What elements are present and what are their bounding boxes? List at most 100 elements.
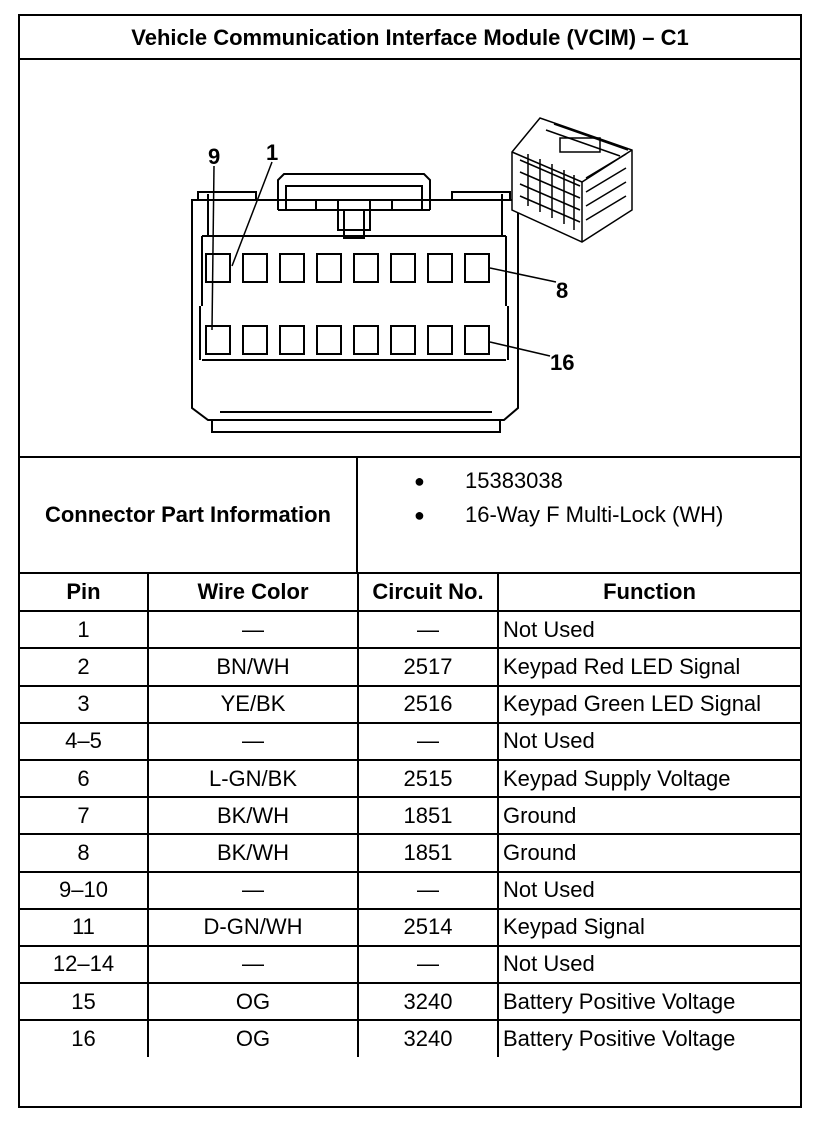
pin-cell: 3 bbox=[20, 684, 149, 724]
pin-row-bottom bbox=[205, 325, 490, 355]
function-cell: Battery Positive Voltage bbox=[497, 982, 800, 1022]
pin-cavity bbox=[353, 253, 379, 283]
circuit-cell: 2514 bbox=[357, 907, 499, 947]
connector-part-information: Connector Part Information ● 15383038 ● … bbox=[20, 456, 800, 574]
pin-cavity bbox=[427, 325, 453, 355]
circuit-cell: 1851 bbox=[357, 833, 499, 873]
circuit-cell: — bbox=[357, 721, 499, 761]
connector-illustration: 9 1 8 16 bbox=[20, 60, 800, 456]
pin-cavity bbox=[390, 325, 416, 355]
pin-cavity bbox=[353, 325, 379, 355]
wire-color-cell: — bbox=[147, 944, 359, 985]
pin-cell: 7 bbox=[20, 796, 149, 836]
circuit-cell: — bbox=[357, 610, 499, 650]
function-cell: Keypad Red LED Signal bbox=[497, 647, 800, 687]
circuit-cell: — bbox=[357, 944, 499, 985]
pin-cavity bbox=[242, 325, 268, 355]
pin-cavity bbox=[205, 325, 231, 355]
circuit-cell: 1851 bbox=[357, 796, 499, 836]
wire-color-cell: BK/WH bbox=[147, 833, 359, 873]
left-latch-ear bbox=[197, 191, 257, 200]
circuit-cell: 2515 bbox=[357, 758, 499, 799]
pin-cell: 16 bbox=[20, 1019, 149, 1058]
pin-cavity bbox=[316, 253, 342, 283]
part-number: 15383038 bbox=[465, 468, 563, 493]
header-circuit-no: Circuit No. bbox=[357, 574, 499, 613]
function-cell: Keypad Green LED Signal bbox=[497, 684, 800, 724]
header-wire-color: Wire Color bbox=[147, 574, 359, 613]
circuit-cell: 3240 bbox=[357, 982, 499, 1022]
pin-cavity bbox=[427, 253, 453, 283]
pin-cell: 2 bbox=[20, 647, 149, 687]
table-row: 4–5——Not Used bbox=[20, 721, 800, 761]
wire-color-cell: L-GN/BK bbox=[147, 758, 359, 799]
connector-3d-view bbox=[511, 117, 633, 243]
callout-1: 1 bbox=[266, 140, 278, 165]
bullet-icon: ● bbox=[414, 471, 425, 491]
list-item: ● 16-Way F Multi-Lock (WH) bbox=[358, 500, 800, 530]
function-cell: Not Used bbox=[497, 944, 800, 985]
leader-line-9 bbox=[211, 165, 215, 331]
circuit-cell: 3240 bbox=[357, 1019, 499, 1058]
pin-cell: 9–10 bbox=[20, 870, 149, 910]
pin-cavity bbox=[464, 325, 490, 355]
leader-line-8 bbox=[489, 267, 557, 283]
table-row: 9–10——Not Used bbox=[20, 870, 800, 910]
pin-cell: 4–5 bbox=[20, 721, 149, 761]
pin-cavity bbox=[242, 253, 268, 283]
bullet-icon: ● bbox=[414, 505, 425, 525]
table-row: 12–14——Not Used bbox=[20, 944, 800, 985]
leader-line-16 bbox=[489, 341, 551, 357]
function-cell: Battery Positive Voltage bbox=[497, 1019, 800, 1058]
leader-line-1 bbox=[231, 161, 273, 267]
wire-color-cell: OG bbox=[147, 982, 359, 1022]
wire-color-cell: YE/BK bbox=[147, 684, 359, 724]
pin-cell: 6 bbox=[20, 758, 149, 799]
pin-cavity bbox=[464, 253, 490, 283]
right-latch-ear bbox=[451, 191, 511, 200]
wire-color-cell: D-GN/WH bbox=[147, 907, 359, 947]
circuit-cell: 2516 bbox=[357, 684, 499, 724]
connector-info-label: Connector Part Information bbox=[20, 458, 358, 572]
connector-description: 16-Way F Multi-Lock (WH) bbox=[465, 502, 724, 527]
connector-info-list: ● 15383038 ● 16-Way F Multi-Lock (WH) bbox=[358, 458, 800, 572]
pin-row-top bbox=[205, 253, 490, 283]
function-cell: Ground bbox=[497, 796, 800, 836]
wire-color-cell: BK/WH bbox=[147, 796, 359, 836]
wire-color-cell: BN/WH bbox=[147, 647, 359, 687]
list-item: ● 15383038 bbox=[358, 466, 800, 496]
table-row: 1——Not Used bbox=[20, 610, 800, 650]
function-cell: Keypad Signal bbox=[497, 907, 800, 947]
connector-drawing: 9 1 8 16 bbox=[191, 117, 633, 433]
wire-color-cell: OG bbox=[147, 1019, 359, 1058]
table-header-row: Pin Wire Color Circuit No. Function bbox=[20, 574, 800, 613]
pin-cell: 15 bbox=[20, 982, 149, 1022]
top-latch bbox=[277, 173, 431, 210]
function-cell: Not Used bbox=[497, 610, 800, 650]
callout-8: 8 bbox=[556, 278, 568, 303]
function-cell: Not Used bbox=[497, 721, 800, 761]
connector-housing bbox=[191, 199, 519, 421]
pinout-table: Pin Wire Color Circuit No. Function 1——N… bbox=[20, 574, 800, 1058]
pin-cavity bbox=[279, 253, 305, 283]
connector-base bbox=[211, 420, 501, 433]
connector-sheet: Vehicle Communication Interface Module (… bbox=[18, 14, 802, 1108]
page-title: Vehicle Communication Interface Module (… bbox=[20, 16, 800, 60]
header-function: Function bbox=[497, 574, 800, 613]
pin-cell: 1 bbox=[20, 610, 149, 650]
pin-cell: 12–14 bbox=[20, 944, 149, 985]
wire-color-cell: — bbox=[147, 610, 359, 650]
circuit-cell: 2517 bbox=[357, 647, 499, 687]
callout-9: 9 bbox=[208, 144, 220, 169]
function-cell: Ground bbox=[497, 833, 800, 873]
pin-cavity bbox=[316, 325, 342, 355]
wire-color-cell: — bbox=[147, 870, 359, 910]
function-cell: Not Used bbox=[497, 870, 800, 910]
